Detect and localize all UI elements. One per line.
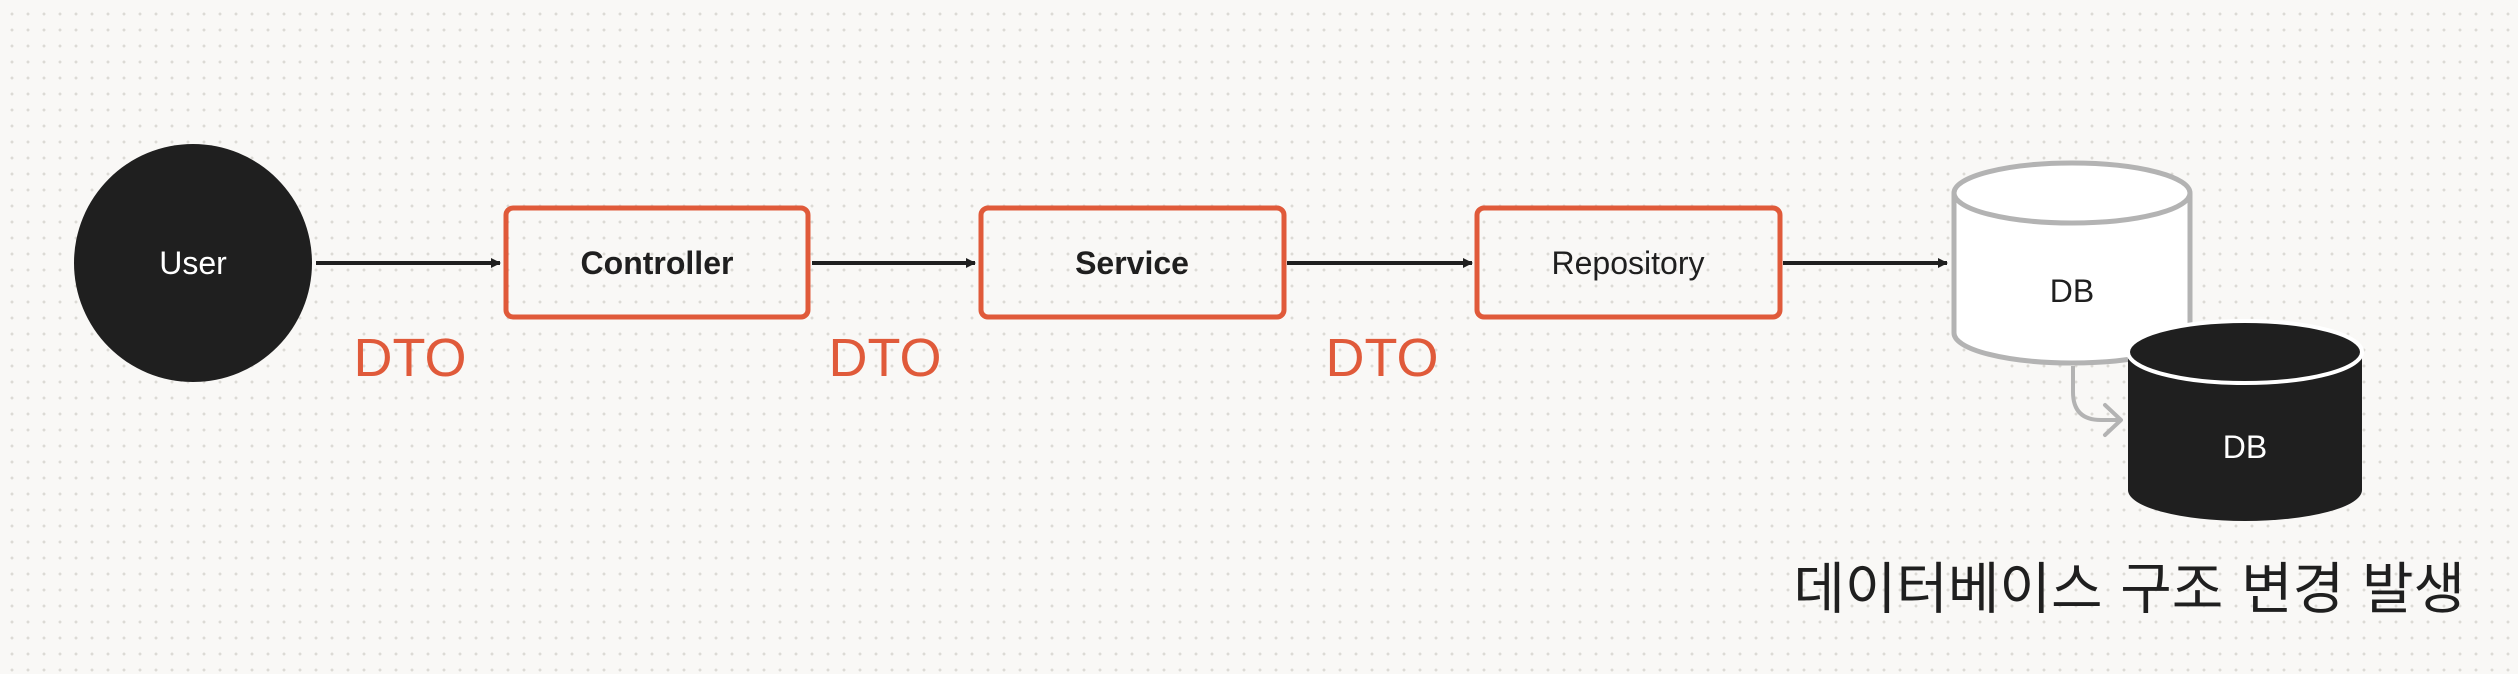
db-old-top (1951, 160, 2193, 226)
migration-arrow-line (2071, 366, 2118, 422)
controller-node: Controller (503, 205, 811, 320)
db-old-node: DB (1951, 160, 2193, 366)
dto-label-2: DTO (828, 328, 941, 388)
user-node: User (74, 144, 312, 382)
user-label: User (159, 245, 227, 281)
dto-label-1: DTO (353, 328, 466, 388)
db-old-label: DB (2050, 273, 2094, 309)
db-new-label: DB (2223, 429, 2267, 465)
migration-arrowhead (2103, 403, 2123, 437)
service-label: Service (1075, 245, 1189, 281)
service-box (978, 205, 1287, 320)
service-node: Service (978, 205, 1287, 320)
controller-box (503, 205, 811, 320)
user-circle (74, 144, 312, 382)
db-new-node: DB (2126, 319, 2364, 521)
dto-label-3: DTO (1325, 328, 1438, 388)
db-new-top (2126, 319, 2364, 385)
controller-label: Controller (581, 245, 734, 281)
caption: 데이터베이스 구조 변경 발생 (1793, 558, 2465, 623)
migration-arrow (2071, 366, 2123, 437)
repository-node: Repository (1474, 205, 1783, 320)
db-new-body (2128, 352, 2362, 521)
repository-label: Repository (1552, 245, 1705, 281)
repository-box (1474, 205, 1783, 320)
